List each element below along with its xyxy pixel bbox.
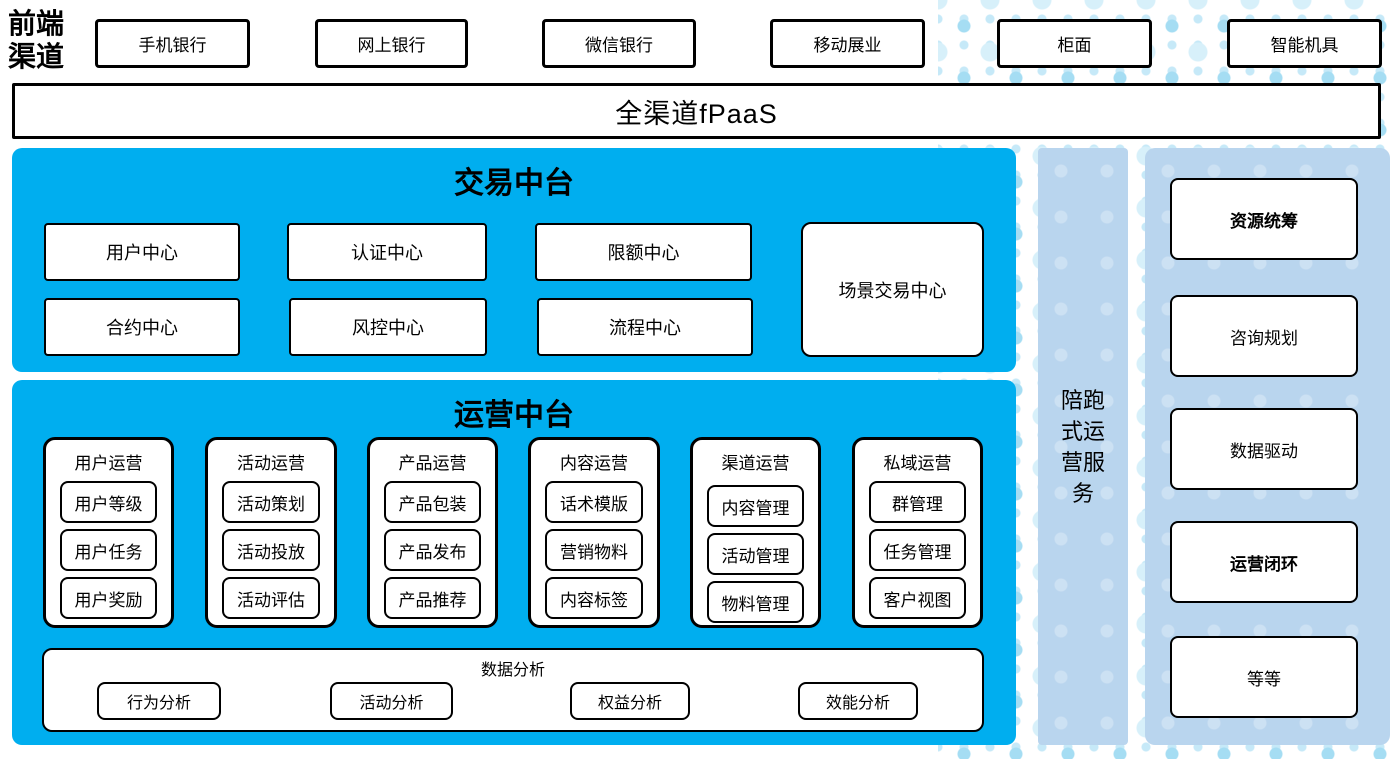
ops-column-title: 用户运营 — [74, 454, 143, 473]
front-channels-label: 前端渠道 — [8, 9, 65, 73]
ops-column-title: 内容运营 — [560, 454, 628, 473]
analysis-item-behavior: 行为分析 — [97, 682, 221, 720]
ops-item: 话术模版 — [545, 481, 643, 523]
ops-item: 营销物料 — [545, 529, 643, 571]
fpaas-bar: 全渠道fPaaS — [12, 83, 1381, 139]
ops-column-content: 内容运营 话术模版 营销物料 内容标签 — [528, 437, 660, 628]
service-box-resource-planning: 资源统筹 — [1170, 178, 1358, 260]
channel-box-mobile-showbiz: 移动展业 — [770, 19, 925, 68]
ops-item: 用户等级 — [60, 481, 157, 523]
ops-column-title: 渠道运营 — [721, 454, 790, 473]
ops-item: 内容标签 — [545, 577, 643, 619]
ops-column-channel: 渠道运营 内容管理 活动管理 物料管理 — [690, 437, 821, 628]
service-box-operation-loop: 运营闭环 — [1170, 521, 1358, 603]
center-box-user-center: 用户中心 — [44, 223, 240, 281]
ops-column-product: 产品运营 产品包装 产品发布 产品推荐 — [367, 437, 498, 628]
ops-item: 产品包装 — [384, 481, 481, 523]
ops-column-private-domain: 私域运营 群管理 任务管理 客户视图 — [852, 437, 983, 628]
center-box-contract-center: 合约中心 — [44, 298, 240, 356]
center-box-auth-center: 认证中心 — [287, 223, 487, 281]
ops-item: 任务管理 — [869, 529, 966, 571]
center-box-scene-transaction-center: 场景交易中心 — [801, 222, 984, 357]
ops-column-title: 产品运营 — [398, 454, 467, 473]
companion-service-bar: 陪跑式运营服务 — [1038, 148, 1128, 745]
ops-item: 活动策划 — [222, 481, 320, 523]
right-services-panel: 资源统筹 咨询规划 数据驱动 运营闭环 等等 — [1145, 148, 1390, 745]
ops-item: 内容管理 — [707, 485, 804, 527]
ops-column-title: 活动运营 — [237, 454, 305, 473]
ops-column-activity: 活动运营 活动策划 活动投放 活动评估 — [205, 437, 337, 628]
analysis-item-efficiency: 效能分析 — [798, 682, 918, 720]
service-box-data-driven: 数据驱动 — [1170, 408, 1358, 490]
ops-item: 活动投放 — [222, 529, 320, 571]
channel-box-online-banking: 网上银行 — [315, 19, 468, 68]
transaction-platform-title: 交易中台 — [454, 167, 574, 200]
service-box-etc: 等等 — [1170, 636, 1358, 718]
channel-box-counter: 柜面 — [997, 19, 1152, 68]
channel-box-mobile-banking: 手机银行 — [95, 19, 250, 68]
operations-platform-title: 运营中台 — [454, 399, 574, 432]
ops-column-title: 私域运营 — [883, 454, 952, 473]
ops-item: 产品推荐 — [384, 577, 481, 619]
service-box-consulting-planning: 咨询规划 — [1170, 295, 1358, 377]
ops-item: 产品发布 — [384, 529, 481, 571]
data-analysis-title: 数据分析 — [480, 662, 545, 679]
ops-item: 用户任务 — [60, 529, 157, 571]
channel-box-smart-machine: 智能机具 — [1227, 19, 1382, 68]
analysis-item-rights: 权益分析 — [570, 682, 690, 720]
ops-column-user: 用户运营 用户等级 用户任务 用户奖励 — [43, 437, 174, 628]
ops-item: 用户奖励 — [60, 577, 157, 619]
center-box-limit-center: 限额中心 — [535, 223, 752, 281]
channel-box-wechat-banking: 微信银行 — [542, 19, 696, 68]
ops-item: 活动评估 — [222, 577, 320, 619]
ops-item: 活动管理 — [707, 533, 804, 575]
center-box-risk-center: 风控中心 — [289, 298, 487, 356]
companion-service-label: 陪跑式运营服务 — [1060, 387, 1105, 506]
ops-item: 群管理 — [869, 481, 966, 523]
center-box-process-center: 流程中心 — [537, 298, 753, 356]
ops-item: 物料管理 — [707, 581, 804, 623]
analysis-item-activity: 活动分析 — [330, 682, 453, 720]
ops-item: 客户视图 — [869, 577, 966, 619]
